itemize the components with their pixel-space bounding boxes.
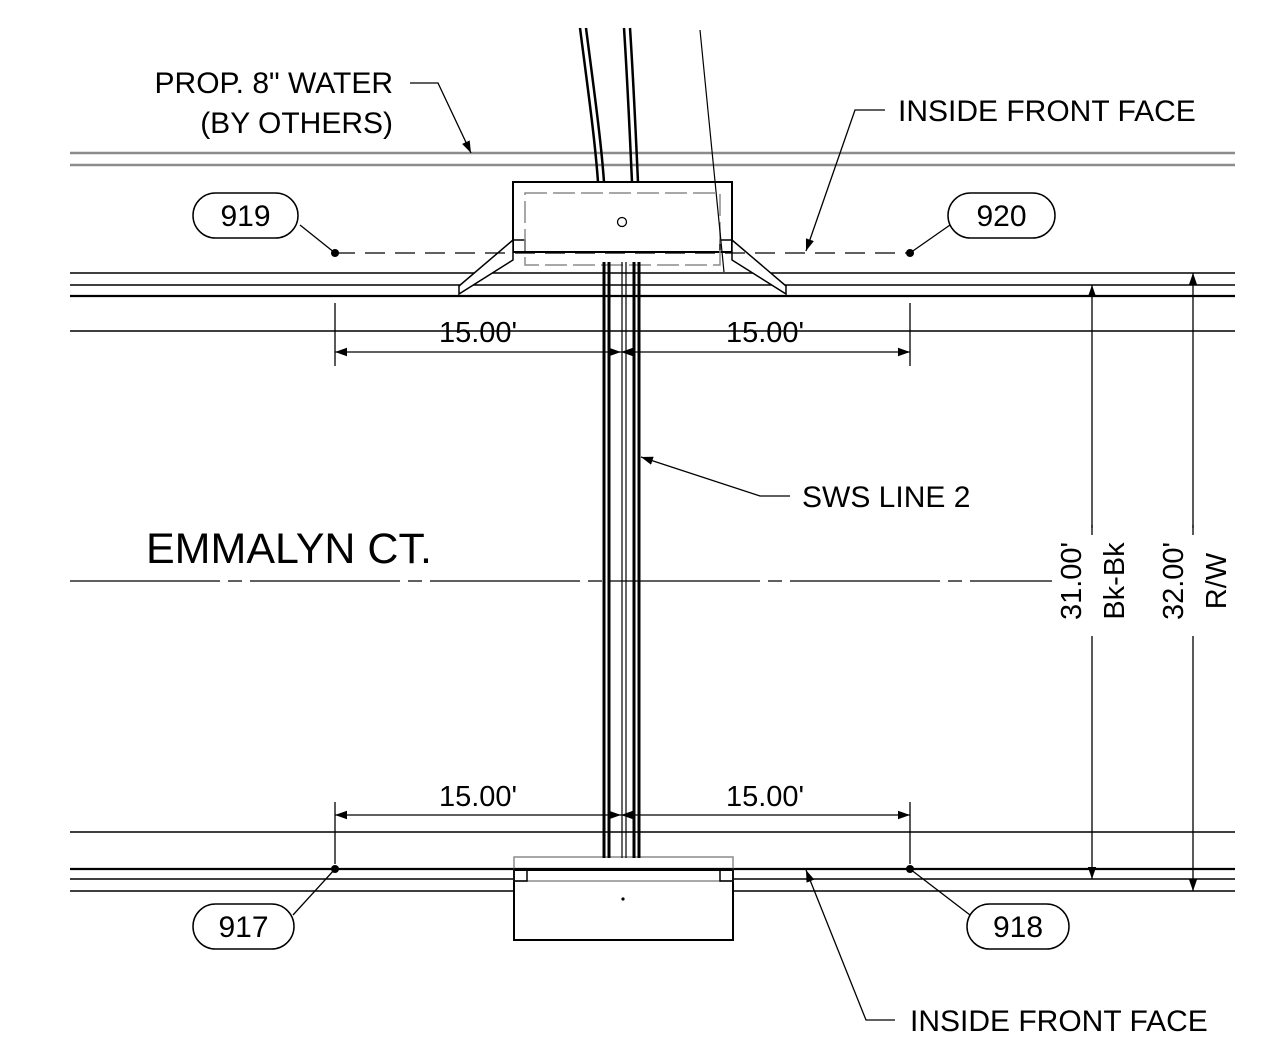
water-line: [70, 151, 1235, 167]
inside-front-face-bottom-label: INSIDE FRONT FACE: [910, 1005, 1208, 1038]
dim-rw-label: R/W: [1201, 552, 1233, 609]
point-tag-919: 919: [192, 192, 336, 254]
point-917-label: 917: [218, 911, 268, 944]
vertical-dim-text-mask-lines: [1091, 525, 1194, 535]
point-tag-920: 920: [909, 192, 1056, 254]
bottom-dimension-lines: [334, 802, 911, 864]
dim-top-left: 15.00': [439, 317, 517, 349]
leader-lines: [410, 82, 895, 1021]
dim-rw-value: 32.00': [1158, 542, 1190, 620]
bottom-inlet-structure: [513, 856, 734, 941]
top-curb-lines: [70, 272, 1235, 332]
dim-bk-value: 31.00': [1056, 542, 1088, 620]
point-920-label: 920: [976, 200, 1026, 233]
vertical-dim-text-mask: [1052, 528, 1242, 636]
dim-top-right: 15.00': [726, 317, 804, 349]
top-inlet-structure: [458, 181, 787, 296]
water-label-line1: PROP. 8" WATER: [155, 67, 393, 100]
inside-front-face-top-label: INSIDE FRONT FACE: [898, 95, 1196, 128]
point-tag-917: 917: [192, 868, 336, 950]
street-name-label: EMMALYN CT.: [146, 525, 432, 573]
dim-bk-label: Bk-Bk: [1099, 542, 1131, 620]
point-919-label: 919: [220, 200, 270, 233]
point-tag-918: 918: [909, 868, 1070, 950]
sws-line-2-pipe: [602, 262, 641, 858]
upper-pipes: [578, 27, 725, 273]
point-918-label: 918: [993, 911, 1043, 944]
dim-bottom-left: 15.00': [439, 781, 517, 813]
dim-bottom-right: 15.00': [726, 781, 804, 813]
water-label-line2: (BY OTHERS): [200, 107, 393, 140]
top-dimension-lines: [334, 303, 911, 366]
sws-line-2-label: SWS LINE 2: [802, 481, 970, 514]
